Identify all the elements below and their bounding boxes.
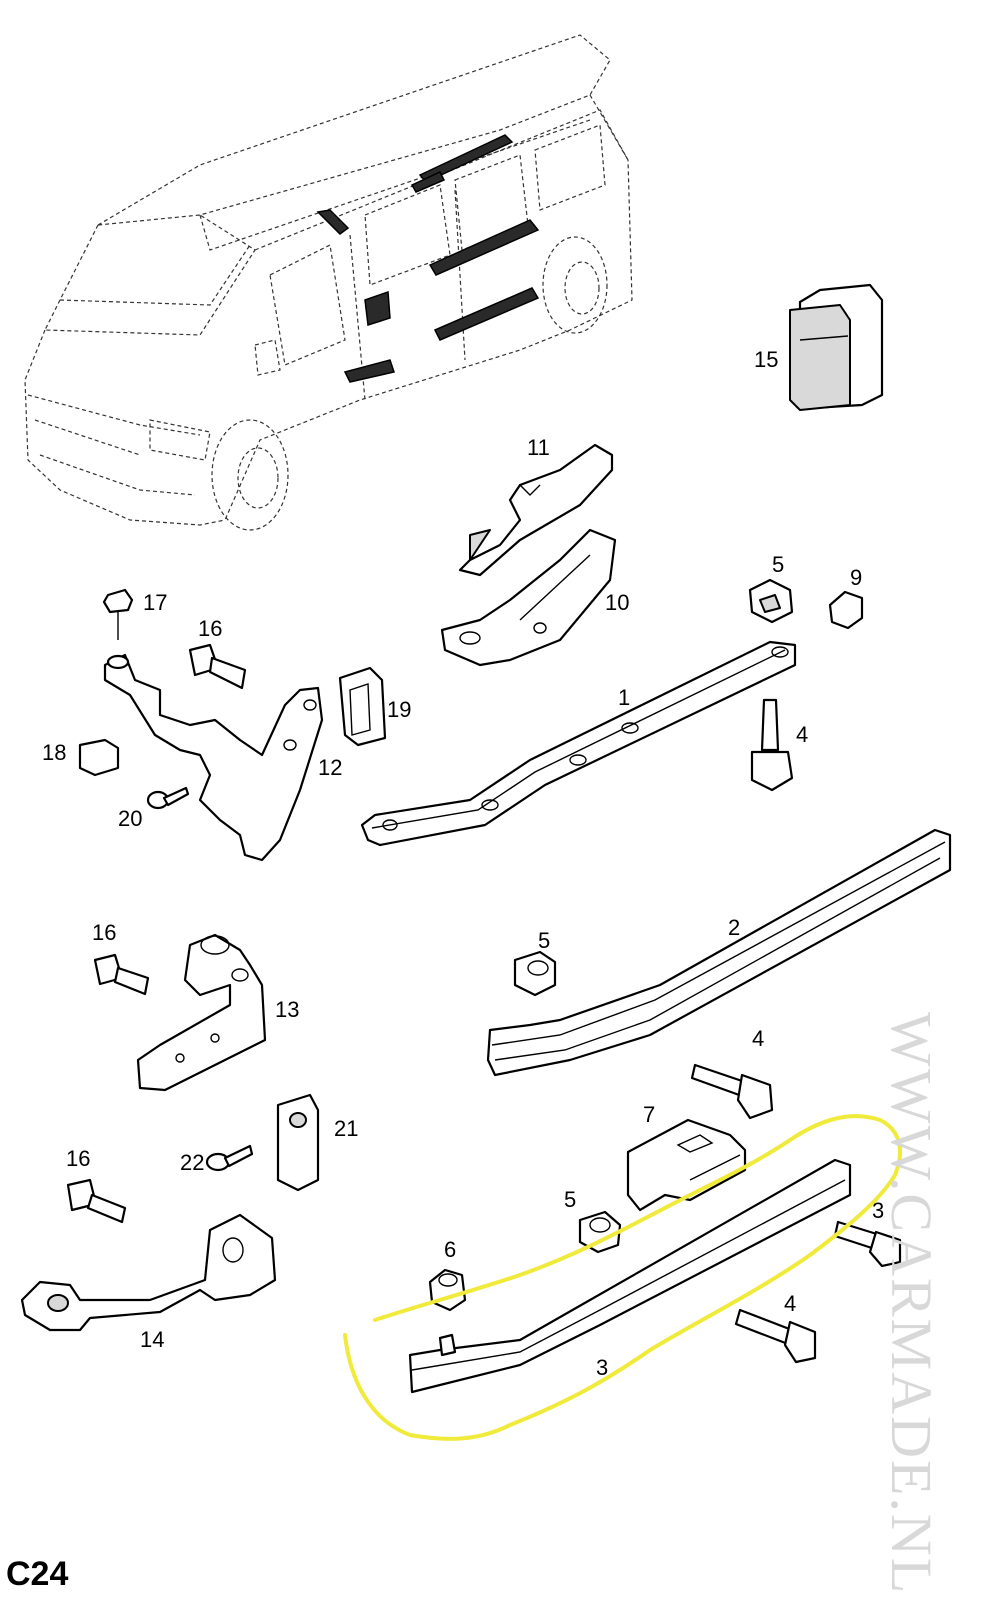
part-12-hinge-bracket	[103, 653, 324, 862]
part-20-screw	[146, 786, 190, 810]
callout-16b: 16	[92, 920, 116, 945]
part-6-nut	[428, 1268, 467, 1312]
callout-6: 6	[444, 1237, 456, 1262]
callout-5b: 5	[538, 928, 550, 953]
callout-16a: 16	[198, 616, 222, 641]
callout-22: 22	[180, 1150, 204, 1175]
callout-18: 18	[42, 740, 66, 765]
part-3-lower-rail	[408, 1158, 852, 1394]
callout-10: 10	[605, 590, 629, 615]
callout-3b: 3	[596, 1355, 608, 1380]
part-1-upper-rail	[360, 640, 797, 847]
part-5-nut-middle	[513, 950, 557, 997]
callout-5c: 5	[564, 1187, 576, 1212]
callout-16c: 16	[66, 1146, 90, 1171]
part-4-bolt-upper	[750, 698, 794, 792]
part-21-block	[276, 1093, 320, 1192]
callout-17: 17	[143, 590, 167, 615]
part-4-bolt-lower	[734, 1308, 817, 1364]
callout-15: 15	[754, 347, 778, 372]
part-16-bolt-b	[93, 953, 150, 996]
diagram-code: C24	[6, 1555, 68, 1593]
part-18-cap	[78, 738, 120, 777]
callout-4a: 4	[796, 722, 808, 747]
part-17-cap	[102, 588, 134, 640]
part-15-cap	[789, 283, 884, 411]
part-5-nut-lower	[578, 1210, 622, 1254]
part-11-guide	[458, 443, 614, 577]
callout-14: 14	[140, 1327, 164, 1352]
callout-1: 1	[618, 685, 630, 710]
callout-11: 11	[527, 435, 550, 460]
part-9-cap	[828, 590, 864, 630]
callout-7: 7	[643, 1102, 655, 1127]
callout-4b: 4	[752, 1026, 764, 1051]
part-16-bolt-a	[188, 643, 247, 690]
highlight-outline	[343, 1114, 902, 1441]
callout-3a: 3	[872, 1198, 884, 1223]
callout-12: 12	[318, 755, 342, 780]
callout-21: 21	[334, 1116, 358, 1141]
part-19-block	[338, 666, 387, 747]
part-2-middle-rail	[486, 828, 952, 1077]
callout-19: 19	[387, 697, 411, 722]
part-13-roller-arm	[136, 933, 267, 1092]
callout-5a: 5	[772, 552, 784, 577]
part-7-bracket	[626, 1118, 747, 1212]
callout-9: 9	[850, 565, 862, 590]
part-14-lower-arm	[20, 1213, 277, 1332]
part-16-bolt-c	[66, 1178, 127, 1224]
callout-20: 20	[118, 806, 142, 831]
part-22-screw	[205, 1144, 254, 1172]
callouts: 1 2 3 3 4 4 4 5 5 5 6 7 9 10 11 12 13 14…	[42, 347, 884, 1380]
van-illustration	[24, 34, 633, 531]
watermark: WWW.CARMADE.NL	[879, 1012, 944, 1595]
part-4-bolt-middle	[690, 1063, 774, 1120]
callout-4c: 4	[784, 1291, 796, 1316]
callout-13: 13	[275, 997, 299, 1022]
callout-2: 2	[728, 915, 740, 940]
part-10-bracket	[440, 528, 617, 667]
part-5-nut-upper	[748, 578, 794, 624]
